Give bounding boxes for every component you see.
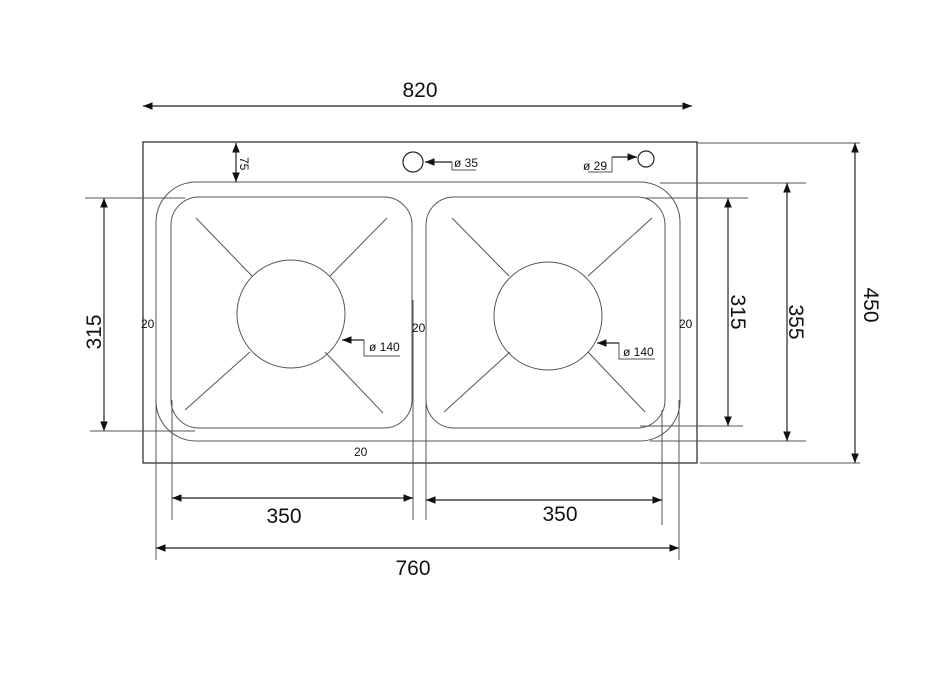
accessory-hole [637,150,655,168]
dimension-lines [85,102,860,560]
plate-outline [142,141,698,464]
left-bowl [170,196,413,429]
top-margin-label: 75 [237,157,251,171]
bowl-width-right-label: 350 [542,503,577,526]
left-drain [236,259,346,369]
bowl-depth-right-label: 315 [726,294,749,329]
faucet-hole-label: ø 35 [454,156,478,170]
right-bowl-grooves [443,217,653,413]
rim-outline [155,181,681,442]
gap-left-label: 20 [141,317,155,331]
rim-width-label: 760 [395,557,430,580]
bowl-width-left-label: 350 [266,505,301,528]
gap-bottom-label: 20 [354,445,368,459]
accessory-hole-label: ø 29 [583,159,607,173]
right-bowl [425,196,666,429]
bowl-depth-left-label: 315 [83,314,106,349]
left-bowl-grooves [184,217,388,414]
rim-depth-label: 355 [784,304,807,339]
right-drain [493,261,603,371]
overall-width-label: 820 [402,79,437,102]
faucet-hole [402,151,424,173]
gap-middle-label: 20 [412,321,426,335]
overall-depth-label: 450 [859,287,882,322]
drain-left-label: ø 140 [369,340,400,354]
sink-outline [142,141,698,464]
gap-right-label: 20 [679,317,693,331]
drain-right-label: ø 140 [623,345,654,359]
